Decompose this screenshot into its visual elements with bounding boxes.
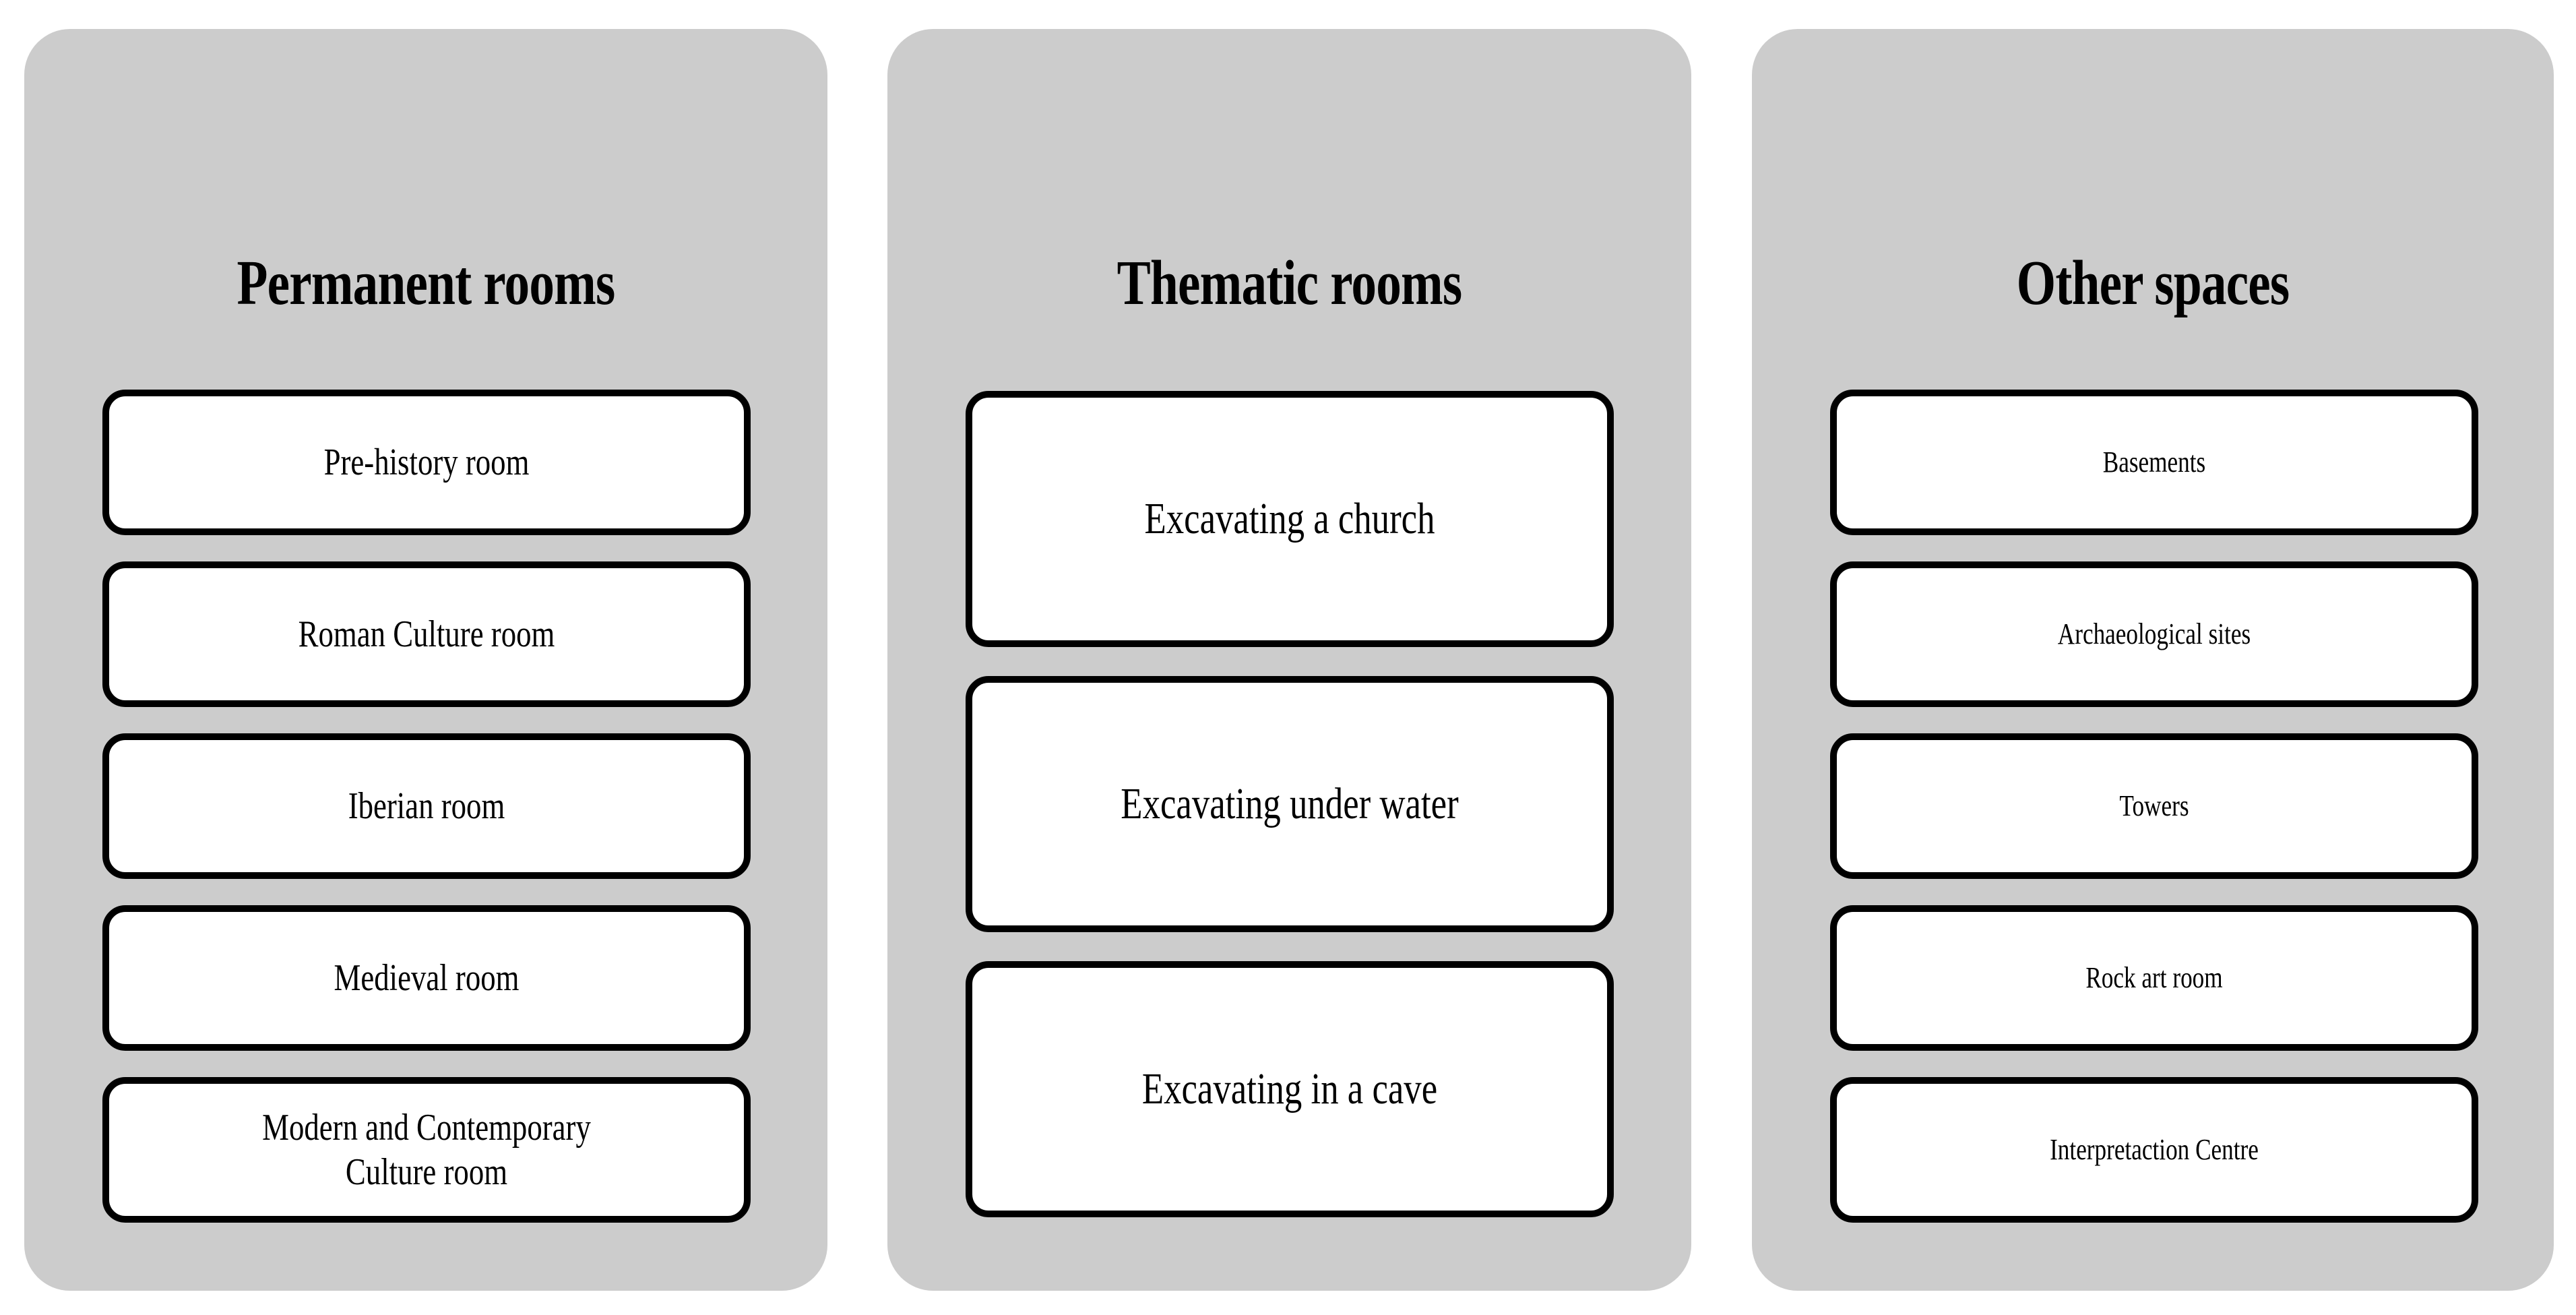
space-box-towers[interactable]: Towers xyxy=(1830,733,2478,879)
panel-thematic-rooms: Thematic rooms Excavating a church Excav… xyxy=(887,29,1691,1291)
room-box-excavating-under-water[interactable]: Excavating under water xyxy=(966,676,1614,932)
space-box-basements[interactable]: Basements xyxy=(1830,390,2478,535)
panel-title-thematic-rooms: Thematic rooms xyxy=(1117,248,1462,319)
room-box-roman-culture[interactable]: Roman Culture room xyxy=(102,561,751,707)
panel-other-spaces: Other spaces Basements Archaeological si… xyxy=(1752,29,2554,1291)
room-box-label: Excavating in a cave xyxy=(1141,1064,1438,1114)
room-box-label: Iberian room xyxy=(348,785,505,827)
space-box-label: Towers xyxy=(2119,789,2189,823)
room-box-excavating-a-church[interactable]: Excavating a church xyxy=(966,391,1614,647)
space-box-rock-art-room[interactable]: Rock art room xyxy=(1830,905,2478,1051)
room-box-label: Excavating under water xyxy=(1121,779,1459,829)
room-box-label: Medieval room xyxy=(334,956,520,999)
room-box-pre-history[interactable]: Pre-history room xyxy=(102,390,751,535)
space-box-archaeological-sites[interactable]: Archaeological sites xyxy=(1830,561,2478,707)
room-box-label: Pre-history room xyxy=(323,441,530,483)
room-box-iberian[interactable]: Iberian room xyxy=(102,733,751,879)
space-box-interpretaction-centre[interactable]: Interpretaction Centre xyxy=(1830,1077,2478,1223)
space-box-label: Basements xyxy=(2102,446,2206,479)
space-box-label: Interpretaction Centre xyxy=(2050,1133,2259,1167)
room-box-label: Modern and Contemporary Culture room xyxy=(262,1106,591,1193)
room-box-label: Roman Culture room xyxy=(298,613,555,655)
space-box-label: Archaeological sites xyxy=(2057,617,2251,651)
room-box-excavating-in-a-cave[interactable]: Excavating in a cave xyxy=(966,961,1614,1217)
room-box-medieval[interactable]: Medieval room xyxy=(102,905,751,1051)
room-box-modern-contemporary-culture[interactable]: Modern and Contemporary Culture room xyxy=(102,1077,751,1223)
panel-title-other-spaces: Other spaces xyxy=(2016,248,2290,319)
panel-permanent-rooms: Permanent rooms Pre-history room Roman C… xyxy=(24,29,827,1291)
space-box-label: Rock art room xyxy=(2085,961,2223,995)
panel-title-permanent-rooms: Permanent rooms xyxy=(237,248,616,319)
room-box-label: Excavating a church xyxy=(1144,494,1435,544)
